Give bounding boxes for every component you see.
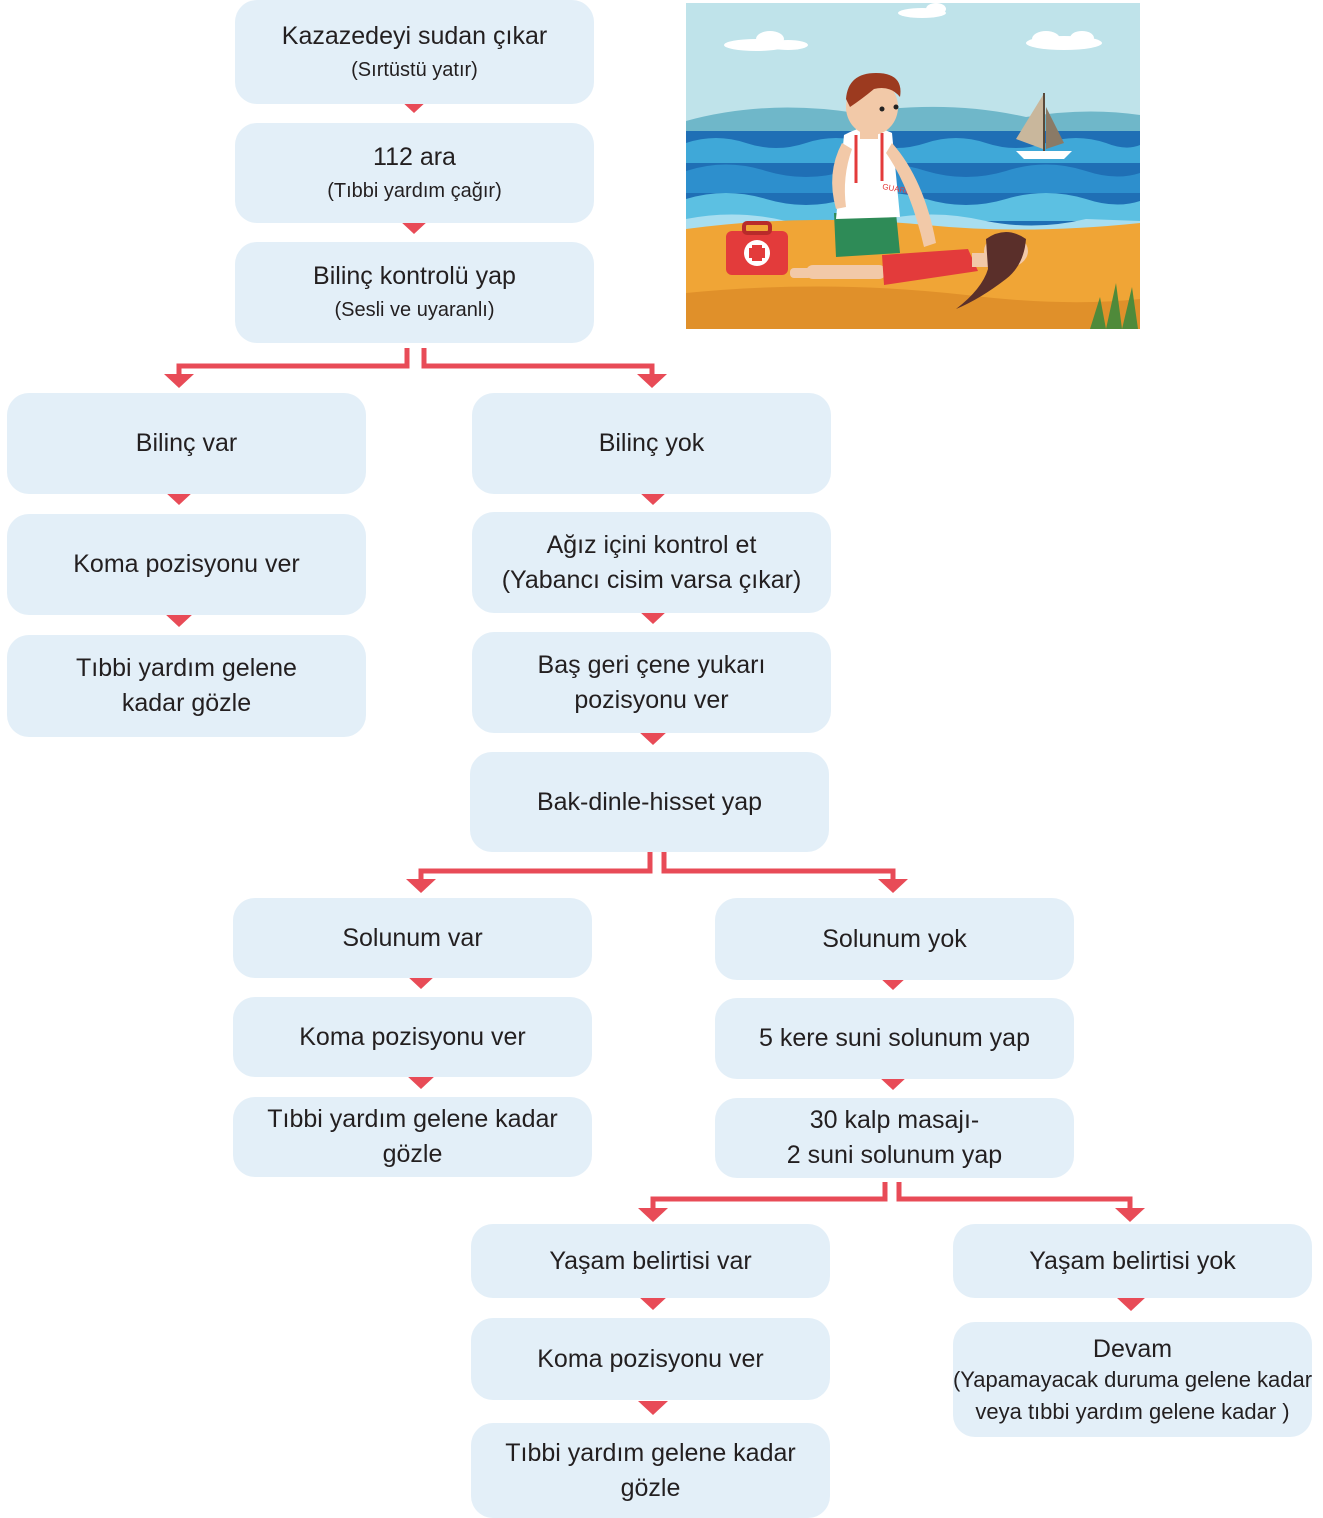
step-breathing-title: Solunum var: [342, 923, 483, 952]
step-unconscious-title: Bilinç yok: [598, 429, 705, 457]
step-check-consciousness-note: (Sesli ve uyaranlı): [334, 299, 495, 321]
step-no-signs-of-life: Yaşam belirtisi yok: [953, 1224, 1312, 1298]
arrow-head: [164, 374, 194, 388]
arrow-head: [638, 1401, 668, 1415]
sailboat: [1016, 93, 1072, 159]
step-remove-victim-note: (Sırtüstü yatır): [351, 58, 478, 81]
arrow-head: [406, 1075, 436, 1089]
step-head-tilt-line1: Baş geri çene yukarı: [537, 650, 766, 679]
arrow-head: [878, 1076, 908, 1090]
step-cpr-line1: 30 kalp masajı-: [809, 1106, 980, 1134]
step-five-breaths-title: 5 kere suni solunum yap: [759, 1024, 1030, 1052]
step-call-112-note: (Tıbbi yardım çağır): [327, 179, 502, 202]
step-head-tilt: Baş geri çene yukarı pozisyonu ver: [472, 632, 831, 733]
arrow-head: [164, 613, 194, 627]
step-conscious-observe-line2: kadar gözle: [121, 689, 252, 717]
step-continue-line2: (Yapamayacak duruma gelene kadar: [952, 1367, 1313, 1392]
step-unconscious: Bilinç yok: [472, 393, 831, 494]
step-conscious-coma-title: Koma pozisyonu ver: [73, 550, 300, 578]
step-five-breaths: 5 kere suni solunum yap: [715, 998, 1074, 1079]
step-cpr: 30 kalp masajı- 2 suni solunum yap: [715, 1098, 1074, 1178]
step-look-listen-feel: Bak-dinle-hisset yap: [470, 752, 829, 852]
arrow-line: [421, 348, 655, 378]
step-conscious-title: Bilinç var: [135, 429, 238, 457]
arrow-head: [164, 491, 194, 505]
step-continue-title: Devam: [1092, 1335, 1173, 1363]
step-look-listen-feel-title: Bak-dinle-hisset yap: [536, 787, 763, 816]
step-check-consciousness-title: Bilinç kontrolü yap: [313, 262, 516, 290]
step-check-mouth-line2: (Yabancı cisim varsa çıkar): [501, 565, 802, 594]
arrow-line: [661, 852, 896, 883]
step-conscious-observe: Tıbbi yardım gelene kadar gözle: [7, 635, 366, 737]
beach-cpr-illustration: GUARD: [686, 3, 1140, 329]
step-signs-of-life: Yaşam belirtisi var: [471, 1224, 830, 1298]
arrow-line: [650, 1182, 888, 1212]
arrow-head: [406, 879, 436, 893]
step-cpr-line2: 2 suni solunum yap: [786, 1141, 1003, 1169]
arrow-head: [1116, 1297, 1146, 1311]
clouds: [724, 3, 1102, 51]
step-remove-victim-title: Kazazedeyi sudan çıkar: [281, 21, 548, 50]
step-check-mouth-line1: Ağız içini kontrol et: [546, 530, 757, 559]
step-signs-of-life-title: Yaşam belirtisi var: [549, 1246, 752, 1275]
victim: [790, 232, 1028, 309]
sand-shade: [686, 286, 1140, 329]
step-check-mouth: Ağız içini kontrol et (Yabancı cisim var…: [472, 512, 831, 613]
step-conscious: Bilinç var: [7, 393, 366, 494]
arrow-head: [1115, 1208, 1145, 1222]
step-not-breathing-title: Solunum yok: [822, 924, 967, 953]
arrow-head: [406, 975, 436, 989]
step-head-tilt-line2: pozisyonu ver: [574, 685, 729, 714]
arrow-head: [638, 1296, 668, 1310]
step-breathing: Solunum var: [233, 898, 592, 978]
step-signs-observe: Tıbbi yardım gelene kadar gözle: [471, 1423, 830, 1518]
step-conscious-coma: Koma pozisyonu ver: [7, 514, 366, 615]
step-remove-victim: Kazazedeyi sudan çıkar (Sırtüstü yatır): [235, 0, 594, 104]
step-breathing-coma: Koma pozisyonu ver: [233, 997, 592, 1077]
step-conscious-observe-line1: Tıbbi yardım gelene: [76, 654, 297, 682]
lifeguard: GUARD: [832, 73, 936, 257]
step-continue-line3: veya tıbbi yardım gelene kadar ): [975, 1399, 1290, 1424]
arrow-head: [637, 374, 667, 388]
step-call-112-title: 112 ara: [373, 142, 456, 171]
step-signs-coma: Koma pozisyonu ver: [471, 1318, 830, 1400]
step-check-consciousness: Bilinç kontrolü yap (Sesli ve uyaranlı): [235, 242, 594, 343]
arrow-head: [878, 879, 908, 893]
step-breathing-observe-title: Tıbbi yardım gelene kadar gözle: [267, 1105, 558, 1168]
step-breathing-observe: Tıbbi yardım gelene kadar gözle: [233, 1097, 592, 1177]
arrow-head: [638, 610, 668, 624]
arrow-head: [399, 220, 429, 234]
step-no-signs-of-life-title: Yaşam belirtisi yok: [1029, 1246, 1236, 1275]
arrow-line: [896, 1182, 1133, 1212]
arrow-head: [638, 731, 668, 745]
arrow-line: [418, 852, 653, 883]
arrow-head: [638, 1208, 668, 1222]
step-signs-observe-title: Tıbbi yardım gelene kadar gözle: [505, 1438, 796, 1502]
arrow-line: [176, 348, 410, 378]
step-signs-coma-title: Koma pozisyonu ver: [537, 1344, 764, 1373]
step-breathing-coma-title: Koma pozisyonu ver: [299, 1022, 526, 1051]
grass: [1090, 283, 1138, 329]
first-aid-kit-icon: [726, 221, 788, 275]
step-continue: Devam (Yapamayacak duruma gelene kadar v…: [953, 1322, 1312, 1437]
step-call-112: 112 ara (Tıbbi yardım çağır): [235, 123, 594, 223]
step-not-breathing: Solunum yok: [715, 898, 1074, 980]
arrow-head: [638, 491, 668, 505]
